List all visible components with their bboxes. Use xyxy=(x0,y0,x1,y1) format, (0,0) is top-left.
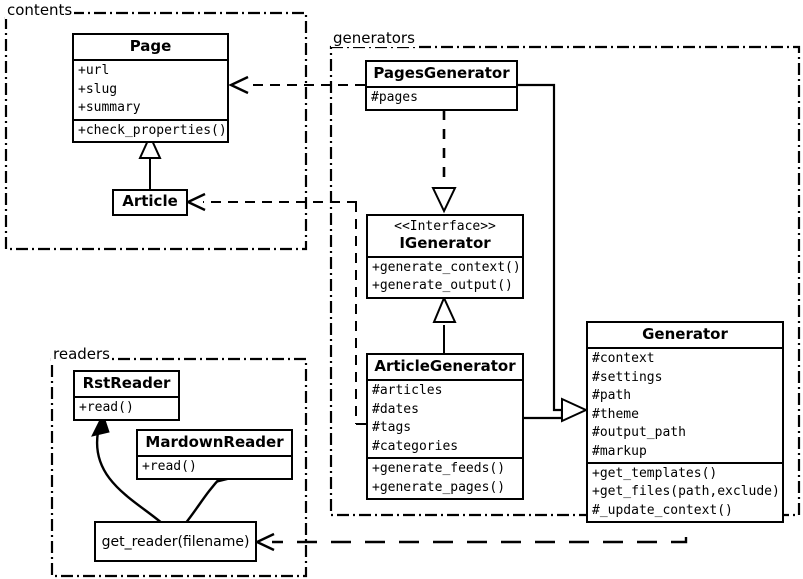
class-attribute: +slug xyxy=(78,81,118,97)
articlegenerator-to-article-dependency xyxy=(185,192,366,425)
articlegenerator-to-generator-generalization xyxy=(524,397,589,423)
class-attributes-articlegenerator: #articles #dates #tags #categories xyxy=(368,379,522,457)
class-operation: +read() xyxy=(142,459,197,475)
class-operation: +generate_pages() xyxy=(372,479,506,495)
class-box-igenerator[interactable]: <<Interface>> IGenerator +generate_conte… xyxy=(366,214,524,299)
pagesgenerator-realizes-igenerator xyxy=(431,110,457,214)
class-operations-rstreader: +read() xyxy=(75,396,178,418)
class-operations-igenerator: +generate_context() +generate_output() xyxy=(368,255,522,297)
class-attribute: #markup xyxy=(592,443,647,459)
class-box-pagesgenerator[interactable]: PagesGenerator #pages xyxy=(365,60,518,111)
class-attribute: #articles xyxy=(372,383,443,399)
class-operation: +generate_context() xyxy=(372,259,521,275)
class-box-generator[interactable]: Generator #context #settings #path #them… xyxy=(586,321,784,524)
class-title-generator: Generator xyxy=(642,325,728,343)
class-attribute: #tags xyxy=(372,420,412,436)
class-box-mardownreader[interactable]: MardownReader +read() xyxy=(136,429,293,480)
class-attributes-pagesgenerator: #pages xyxy=(367,86,516,108)
class-box-articlegenerator[interactable]: ArticleGenerator #articles #dates #tags … xyxy=(366,353,524,500)
class-attribute: #pages xyxy=(371,90,418,106)
function-label-get-reader: get_reader(filename) xyxy=(101,533,250,550)
class-name-igenerator: IGenerator xyxy=(399,233,491,252)
class-box-page[interactable]: Page +url +slug +summary +check_properti… xyxy=(72,33,229,144)
class-attribute: #path xyxy=(592,388,632,404)
class-operations-generator: +get_templates() +get_files(path,exclude… xyxy=(588,461,782,521)
class-operation: +generate_feeds() xyxy=(372,461,506,477)
class-box-rstreader[interactable]: RstReader +read() xyxy=(73,370,180,421)
class-attributes-page: +url +slug +summary xyxy=(74,59,227,118)
articlegenerator-to-igenerator-generalization xyxy=(432,295,457,355)
package-label-readers: readers xyxy=(51,345,112,363)
class-attribute: #context xyxy=(592,351,655,367)
class-operation: +get_templates() xyxy=(592,465,718,481)
class-operations-page: +check_properties() xyxy=(74,118,227,141)
class-operations-mardownreader: +read() xyxy=(138,455,291,477)
class-attribute: #settings xyxy=(592,369,663,385)
class-title-igenerator: <<Interface>> IGenerator xyxy=(368,216,522,256)
class-attribute: +url xyxy=(78,63,110,79)
function-box-get-reader[interactable]: get_reader(filename) xyxy=(94,521,257,562)
class-title-page: Page xyxy=(129,37,172,55)
class-attribute: +summary xyxy=(78,100,141,116)
class-title-article: Article xyxy=(122,192,178,210)
class-title-mardownreader: MardownReader xyxy=(145,433,284,451)
article-to-page-generalization xyxy=(138,133,162,191)
class-operation: +read() xyxy=(79,400,134,416)
class-operation: +get_files(path,exclude) xyxy=(592,484,780,500)
package-label-generators: generators xyxy=(331,29,417,47)
class-title-articlegenerator: ArticleGenerator xyxy=(374,357,516,375)
class-attribute: #dates xyxy=(372,401,419,417)
class-attribute: #output_path xyxy=(592,425,686,441)
class-box-article[interactable]: Article xyxy=(112,189,188,216)
class-attribute: #theme xyxy=(592,406,639,422)
class-attributes-generator: #context #settings #path #theme #output_… xyxy=(588,347,782,462)
class-operation: +generate_output() xyxy=(372,278,513,294)
class-operation: #_update_context() xyxy=(592,502,733,518)
class-title-pagesgenerator: PagesGenerator xyxy=(373,64,510,82)
package-label-contents: contents xyxy=(5,1,75,19)
class-title-rstreader: RstReader xyxy=(82,374,171,392)
class-operation: +check_properties() xyxy=(78,122,227,138)
pagesgenerator-to-generator-generalization xyxy=(518,83,562,412)
class-operations-articlegenerator: +generate_feeds() +generate_pages() xyxy=(368,457,522,498)
class-attribute: #categories xyxy=(372,438,459,454)
pagesgenerator-to-page-dependency xyxy=(228,75,365,95)
class-stereotype-igenerator: <<Interface>> xyxy=(394,219,496,234)
